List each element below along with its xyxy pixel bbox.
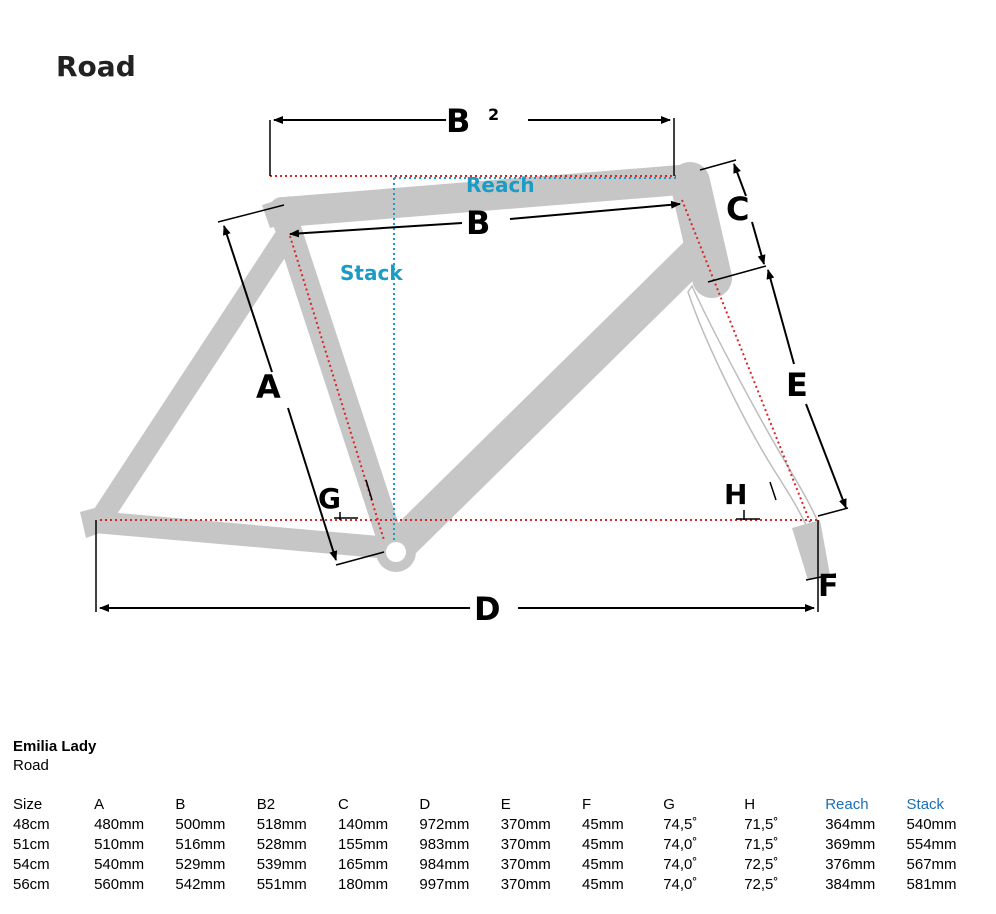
table-cell: 71,5˚ [744,816,779,833]
table-cell: 364mm [825,816,876,833]
bike-frame [84,162,732,562]
table-cell: 370mm [500,836,551,853]
table-cell: 72,5˚ [744,876,779,893]
seat-cluster [262,196,296,228]
geometry-table: Size A B B2 C D E F G H Reach Stack 48cm… [13,795,988,895]
rear-dropout [80,506,108,538]
table-cell: 369mm [825,836,876,853]
fork [687,284,820,526]
col-stack: Stack [906,796,945,813]
col-c: C [338,796,349,813]
label-a: A [256,368,281,406]
label-d: D [474,590,501,628]
table-cell: 528mm [256,836,307,853]
label-g: G [318,482,341,515]
table-cell: 71,5˚ [744,836,779,853]
table-cell: 74,0˚ [663,876,698,893]
table-cell: 45mm [582,856,624,873]
col-d: D [419,796,431,813]
table-cell: 510mm [94,836,145,853]
table-cell: 140mm [338,816,389,833]
table-cell: 45mm [582,816,624,833]
label-b2: B [446,102,470,140]
table-cell: 540mm [906,816,957,833]
section-title: Road [56,50,136,83]
table-cell: 581mm [906,876,957,893]
label-b2-sup: 2 [488,105,499,124]
table-cell: 539mm [256,856,307,873]
label-reach: Reach [466,173,535,197]
label-e: E [786,366,808,404]
label-c: C [726,190,749,228]
table-cell: 997mm [419,876,470,893]
table-cell: 48cm [13,816,50,833]
geometry-spec: Emilia Lady Road Size A B B2 C D E F G H… [13,737,988,895]
table-cell: 370mm [500,856,551,873]
col-h: H [744,796,756,813]
table-cell: 370mm [500,876,551,893]
table-cell: 384mm [825,876,876,893]
bottom-bracket-hole [386,542,406,562]
col-reach: Reach [825,796,869,813]
table-cell: 983mm [419,836,470,853]
table-cell: 74,0˚ [663,856,698,873]
model-name: Emilia Lady [13,738,97,755]
col-b2: B2 [256,796,276,813]
table-cell: 56cm [13,876,50,893]
table-header-row: Size A B B2 C D E F G H Reach Stack [13,795,988,815]
table-cell: 155mm [338,836,389,853]
table-cell: 516mm [175,836,226,853]
table-cell: 74,0˚ [663,836,698,853]
table-cell: 984mm [419,856,470,873]
table-row: 51cm 510mm 516mm 528mm 155mm 983mm 370mm… [13,835,988,855]
reference-lines-blue [393,177,676,540]
table-cell: 376mm [825,856,876,873]
table-cell: 480mm [94,816,145,833]
frame-geometry-diagram: Road [56,50,849,628]
table-cell: 972mm [419,816,470,833]
table-cell: 54cm [13,856,50,873]
table-row: 56cm 560mm 542mm 551mm 180mm 997mm 370mm… [13,875,988,895]
label-stack: Stack [340,261,403,285]
table-cell: 45mm [582,876,624,893]
table-cell: 500mm [175,816,226,833]
table-cell: 74,5˚ [663,816,698,833]
label-h: H [724,478,747,511]
table-row: 54cm 540mm 529mm 539mm 165mm 984mm 370mm… [13,855,988,875]
table-cell: 72,5˚ [744,856,779,873]
table-cell: 560mm [94,876,145,893]
col-b: B [175,796,186,813]
col-a: A [94,796,105,813]
col-e: E [500,796,511,813]
col-f: F [582,796,592,813]
table-cell: 180mm [338,876,389,893]
dimension-lines [95,116,849,612]
table-cell: 554mm [906,836,957,853]
table-cell: 567mm [906,856,957,873]
table-cell: 551mm [256,876,307,893]
model-type: Road [13,757,49,774]
table-cell: 370mm [500,816,551,833]
col-size: Size [13,796,43,813]
label-f: F [818,569,839,604]
col-g: G [663,796,675,813]
table-cell: 529mm [175,856,226,873]
table-row: 48cm 480mm 500mm 518mm 140mm 972mm 370mm… [13,815,988,835]
table-cell: 165mm [338,856,389,873]
table-cell: 542mm [175,876,226,893]
table-cell: 540mm [94,856,145,873]
table-cell: 518mm [256,816,307,833]
table-cell: 45mm [582,836,624,853]
label-b: B [466,204,490,242]
table-cell: 51cm [13,836,50,853]
fork-tip [792,520,830,580]
